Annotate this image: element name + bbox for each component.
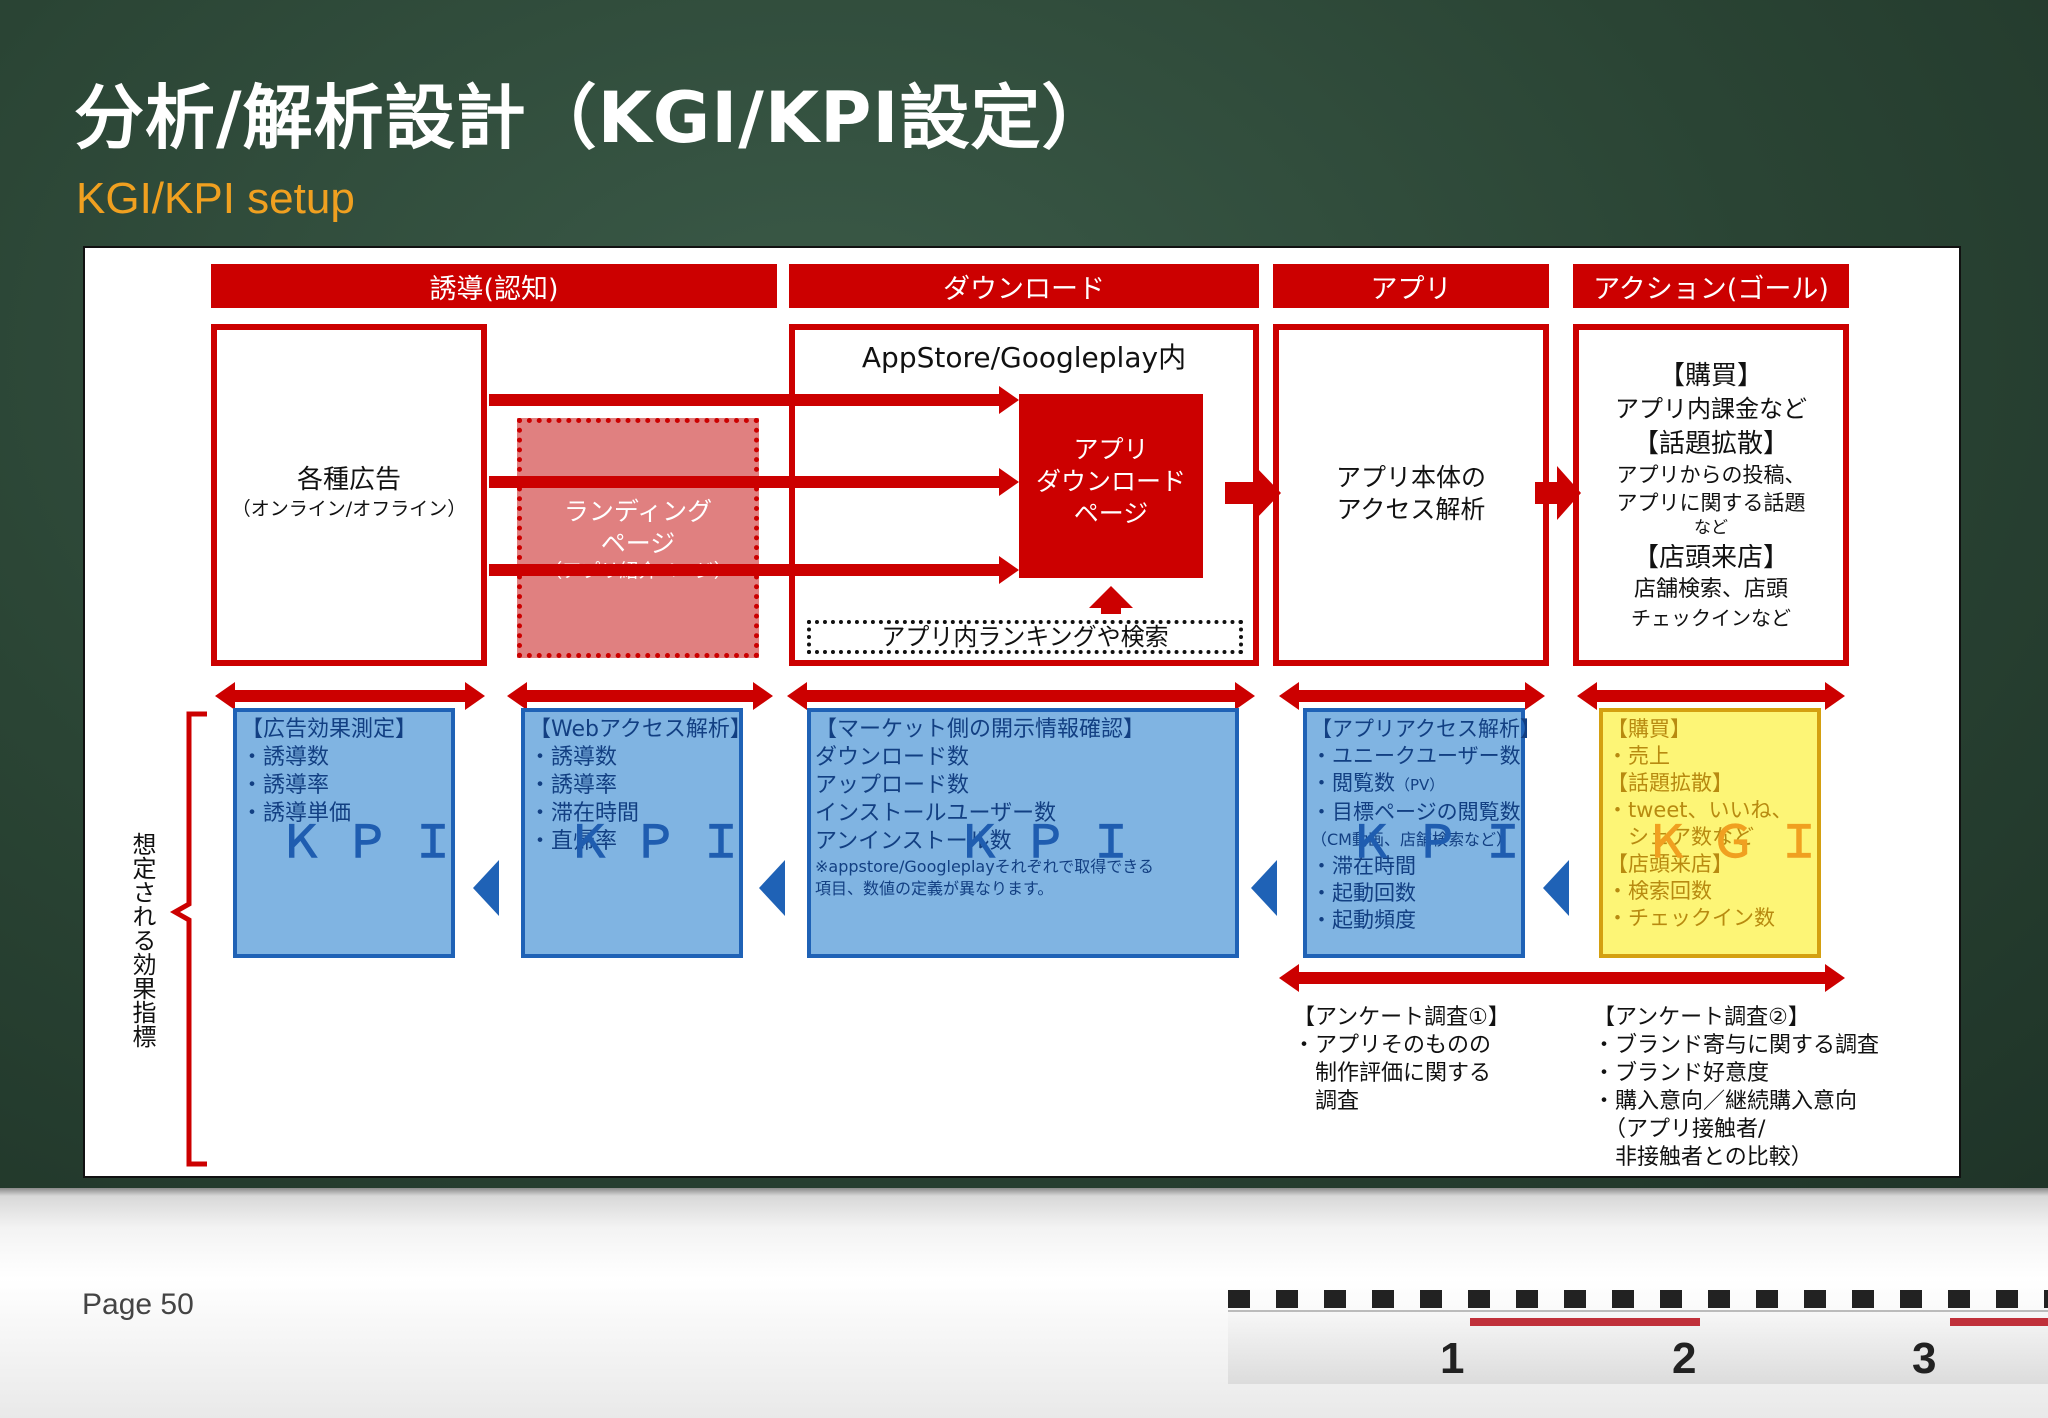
app-metric-note: （CM動画、店舗検索など）	[1311, 830, 1512, 849]
ad-metrics-box: 【広告効果測定】 ・誘導数 ・誘導率 ・誘導単価	[233, 708, 455, 958]
action-store-desc2: チェックインなど	[1631, 606, 1791, 630]
action-purchase: 【購買】	[1658, 361, 1763, 391]
kgi-metric-2: ・tweet、いいね、	[1607, 798, 1793, 822]
ruler-red-mark-1	[1470, 1318, 1700, 1326]
ruler-number-3: 3	[1912, 1334, 1937, 1383]
ruler-number-1: 1	[1440, 1334, 1465, 1383]
survey-2-heading: 【アンケート調査②】	[1593, 1005, 1810, 1030]
ranking-label: アプリ内ランキングや検索	[881, 623, 1169, 651]
market-metric-1: ダウンロード数	[815, 745, 970, 770]
action-store-desc1: 店舗検索、店頭	[1633, 577, 1788, 602]
stage-header-download: ダウンロード	[789, 264, 1259, 308]
diagram-panel: 誘導(認知) ダウンロード アプリ アクション(ゴール) 各種広告 （オンライン…	[83, 246, 1961, 1178]
survey-1-heading: 【アンケート調査①】	[1293, 1005, 1510, 1030]
survey-1-line1: ・アプリそのものの	[1293, 1033, 1492, 1058]
market-metric-heading: 【マーケット側の開示情報確認】	[815, 717, 1146, 742]
app-metric-1: ・ユニークユーザー数	[1311, 744, 1521, 768]
stage-header-induction: 誘導(認知)	[211, 264, 777, 308]
web-metric-heading: 【Webアクセス解析】	[529, 717, 752, 742]
stage-header-action: アクション(ゴール)	[1573, 264, 1849, 308]
flow-arrows	[169, 386, 1845, 1167]
market-note-1: ※appstore/Googleplayそれぞれで取得できる	[815, 857, 1154, 876]
web-metric-3: ・滞在時間	[529, 801, 640, 826]
action-purchase-desc: アプリ内課金など	[1615, 395, 1807, 423]
app-metric-3: ・目標ページの閲覧数	[1311, 800, 1521, 824]
kgi-metric-heading-1: 【購買】	[1607, 717, 1691, 741]
app-metric-6: ・起動頻度	[1311, 908, 1416, 932]
page-title: 分析/解析設計（KGI/KPI設定）	[74, 77, 1113, 159]
market-metrics-box: 【マーケット側の開示情報確認】 ダウンロード数 アップロード数 インストールユー…	[807, 708, 1239, 958]
ruler-red-mark-2	[1950, 1318, 2048, 1326]
survey-1-line2: 制作評価に関する	[1293, 1061, 1492, 1086]
side-label: 想定される効果指標	[128, 832, 156, 1048]
download-page-line3: ページ	[1073, 499, 1149, 528]
web-metric-2: ・誘導率	[529, 773, 618, 798]
action-buzz-desc3: など	[1694, 518, 1728, 538]
app-metric-heading: 【アプリアクセス解析】	[1311, 717, 1541, 741]
landing-title-2: ページ	[600, 529, 676, 558]
ad-metric-3: ・誘導単価	[241, 801, 352, 826]
web-metrics-box: 【Webアクセス解析】 ・誘導数 ・誘導率 ・滞在時間 ・直帰率	[521, 708, 752, 958]
web-metric-1: ・誘導数	[529, 745, 618, 770]
action-store: 【店頭来店】	[1632, 543, 1789, 573]
kgi-metrics-box: 【購買】 ・売上 【話題拡散】 ・tweet、いいね、 シェア数など 【店頭来店…	[1599, 708, 1821, 958]
market-metric-3: インストールユーザー数	[815, 801, 1057, 826]
survey-2-line4: （アプリ接触者/	[1593, 1117, 1766, 1142]
ads-subtitle: （オンライン/オフライン）	[231, 498, 467, 520]
ruler-decoration: 1 2 3	[1228, 1282, 2048, 1384]
action-buzz-desc2: アプリに関する話題	[1616, 491, 1806, 515]
survey-2-line2: ・ブランド好意度	[1593, 1061, 1770, 1086]
kgi-metric-5: ・チェックイン数	[1607, 906, 1775, 930]
kgi-metric-heading-2: 【話題拡散】	[1607, 771, 1733, 795]
action-buzz: 【話題拡散】	[1632, 429, 1789, 459]
market-note-2: 項目、数値の定義が異なります。	[815, 879, 1054, 898]
kgi-metric-1: ・売上	[1607, 744, 1670, 768]
app-access-box	[1273, 324, 1549, 666]
app-metric-pv: （PV）	[1395, 776, 1445, 794]
survey-2-line1: ・ブランド寄与に関する調査	[1593, 1033, 1880, 1058]
app-access-line2: アクセス解析	[1336, 495, 1486, 524]
survey-2: 【アンケート調査②】 ・ブランド寄与に関する調査 ・ブランド好意度 ・購入意向／…	[1593, 1004, 1879, 1172]
landing-title: ランディング	[563, 497, 713, 526]
ads-title: 各種広告	[296, 465, 401, 495]
app-metric-4: ・滞在時間	[1311, 854, 1416, 878]
survey-1-line3: 調査	[1293, 1089, 1360, 1114]
app-metric-2-text: ・閲覧数	[1311, 771, 1395, 795]
web-metric-4: ・直帰率	[529, 829, 618, 854]
ruler-number-2: 2	[1672, 1334, 1697, 1383]
ad-metric-2: ・誘導率	[241, 773, 330, 798]
ruler-ticks	[1228, 1290, 2048, 1308]
ad-metric-heading: 【広告効果測定】	[241, 717, 418, 742]
download-page-line2: ダウンロード	[1035, 467, 1186, 496]
download-page-line1: アプリ	[1073, 435, 1149, 464]
kgi-metric-3: シェア数など	[1607, 825, 1754, 849]
app-metric-2: ・閲覧数（PV）	[1311, 770, 1517, 799]
kgi-metric-heading-3: 【店頭来店】	[1607, 852, 1733, 876]
action-buzz-desc1: アプリからの投稿、	[1616, 463, 1806, 487]
app-access-line1: アプリ本体の	[1335, 463, 1486, 492]
kgi-metric-4: ・検索回数	[1607, 879, 1712, 903]
action-box	[1573, 324, 1849, 666]
ads-box	[211, 324, 487, 666]
page-subtitle: KGI/KPI setup	[76, 174, 355, 223]
app-metrics-box: 【アプリアクセス解析】 ・ユニークユーザー数 ・閲覧数（PV） ・目標ページの閲…	[1303, 708, 1541, 958]
survey-2-line3: ・購入意向／継続購入意向	[1593, 1089, 1858, 1114]
ranking-box	[807, 620, 1243, 654]
ad-metric-1: ・誘導数	[241, 745, 330, 770]
landing-page-box	[517, 418, 759, 658]
survey-1: 【アンケート調査①】 ・アプリそのものの 制作評価に関する 調査	[1293, 1004, 1510, 1116]
market-metric-4: アンインストール数	[815, 829, 1012, 854]
store-title: AppStore/Googleplay内	[861, 341, 1187, 374]
survey-2-line5: 非接触者との比較）	[1593, 1145, 1813, 1170]
app-metric-5: ・起動回数	[1311, 881, 1416, 905]
stage-header-app: アプリ	[1273, 264, 1549, 308]
page-number: Page 50	[82, 1288, 194, 1321]
download-page-box	[1019, 394, 1203, 578]
market-metric-2: アップロード数	[815, 773, 970, 798]
